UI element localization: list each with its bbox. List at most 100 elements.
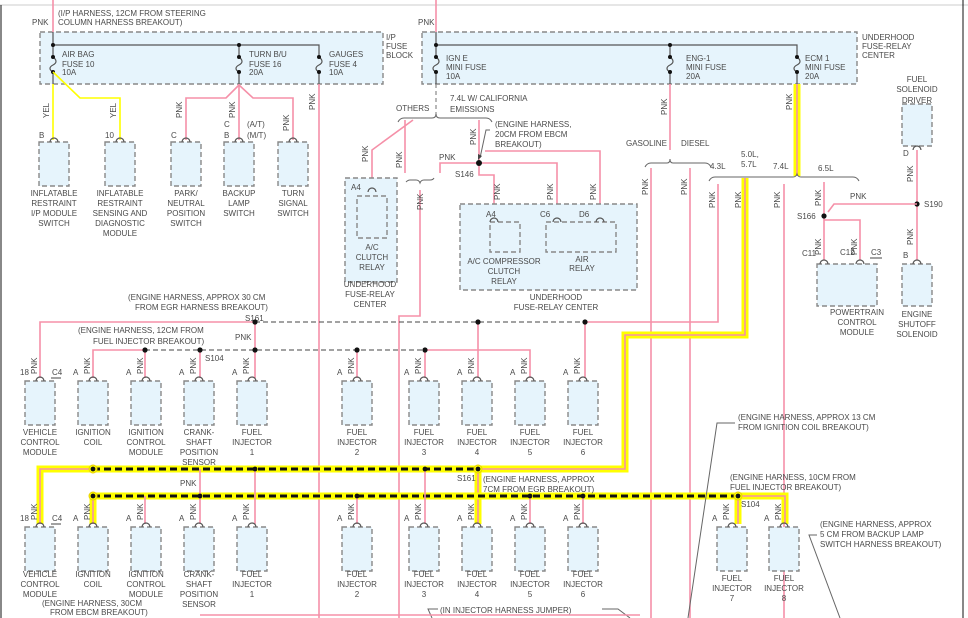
wire-color-label: PNK: [136, 503, 145, 520]
engine-component-1-8-label: 5: [528, 590, 533, 599]
engine-component-0-2-label: IGNITION: [128, 428, 164, 437]
wire: [53, 44, 320, 57]
label: FUEL: [907, 75, 928, 84]
engine-component-1-9-label: INJECTOR: [563, 580, 603, 589]
label: S161: [245, 314, 264, 323]
pin-label: 10: [105, 131, 114, 140]
engine-component-1-2-label: MODULE: [129, 590, 163, 599]
splice-dot: [527, 493, 533, 499]
label: MINI FUSE: [686, 63, 726, 72]
engine-component-0-4-label: 1: [250, 448, 255, 457]
label: PNK: [660, 98, 669, 115]
component-top-0-label: I/P MODULE: [31, 209, 77, 218]
label: 7CM FROM EGR BREAKOUT): [483, 485, 594, 494]
connector-icon: [525, 376, 535, 382]
label: MINI FUSE: [446, 63, 486, 72]
engine-component-1-3-box: [183, 526, 215, 572]
fuel-injector-7-label: 7: [730, 594, 735, 603]
engine-component-0-3-box: [183, 380, 215, 426]
wire-color-label: PNK: [467, 503, 476, 520]
splice-dot: [51, 55, 55, 59]
component-top-1-label: MODULE: [103, 229, 137, 238]
engine-component-1-3-label: SHAFT: [186, 580, 212, 589]
wire-color-label: PNK: [414, 503, 423, 520]
pin-label: A: [337, 368, 343, 377]
label: SOLENOID: [896, 85, 938, 94]
engine-component-0-2-label: MODULE: [129, 448, 163, 457]
label: S104: [205, 354, 224, 363]
wire-color-label: PNK: [774, 503, 783, 520]
label: (ENGINE HARNESS,: [495, 120, 571, 129]
engine-component-0-1-label: IGNITION: [75, 428, 111, 437]
connector-icon: [352, 376, 362, 382]
wire: [92, 349, 145, 378]
pin-label: C: [224, 120, 230, 129]
splice-dot: [434, 55, 438, 59]
powertrain-control-module: [816, 263, 878, 307]
label: PNK: [416, 193, 425, 210]
engine-component-0-4-label: FUEL: [242, 428, 263, 437]
engine-component-1-3-label: CRANK-: [184, 570, 215, 579]
engine-component-0-6-label: 3: [422, 448, 427, 457]
label: PNK: [589, 183, 598, 200]
label: PNK: [282, 114, 291, 131]
pin-label: 18: [20, 514, 29, 523]
label: FUEL INJECTOR BREAKOUT): [93, 337, 204, 346]
engine-component-1-7-label: FUEL: [467, 570, 488, 579]
engine-component-0-7-box: [461, 380, 493, 426]
engine-component-0-5-label: 2: [355, 448, 360, 457]
engine-component-1-4-label: INJECTOR: [232, 580, 272, 589]
splice-dot: [422, 466, 428, 472]
connector-icon: [88, 522, 98, 528]
wire-color-label: PNK: [189, 503, 198, 520]
engine-component-1-7-label: INJECTOR: [457, 580, 497, 589]
engine-component-0-0-label: VEHICLE: [23, 428, 57, 437]
wire: [405, 177, 435, 185]
label: 20A: [805, 72, 820, 81]
engine-component-1-2-label: CONTROL: [126, 580, 166, 589]
connector-icon: [525, 522, 535, 528]
component-box: [421, 31, 858, 85]
label: S161: [457, 474, 476, 483]
label: S104: [741, 500, 760, 509]
component-top-1-label: SENSING AND: [93, 209, 148, 218]
engine-component-1-1-label: COIL: [84, 580, 103, 589]
wire-color-label: PNK: [242, 503, 251, 520]
engine-component-1-6-label: FUEL: [414, 570, 435, 579]
label: (ENGINE HARNESS, APPROX: [483, 475, 595, 484]
label: FUSE-RELAY: [345, 290, 395, 299]
wire-color-label: PNK: [573, 357, 582, 374]
engine-component-1-4-label: 1: [250, 590, 255, 599]
engine-component-1-7-label: 4: [475, 590, 480, 599]
label: COLUMN HARNESS BREAKOUT): [58, 18, 183, 27]
engine-component-1-8-box: [514, 526, 546, 572]
label: AIR: [575, 255, 589, 264]
pin-label: A: [404, 368, 410, 377]
splice-s146: [476, 160, 482, 166]
pin-label: A: [563, 514, 569, 523]
connector-icon: [49, 137, 59, 143]
wire: [425, 349, 531, 378]
label: 20A: [686, 72, 701, 81]
wire: [238, 84, 294, 140]
label: MINI FUSE: [805, 63, 845, 72]
label: RELAY: [359, 263, 385, 272]
pin-label: C: [171, 131, 177, 140]
engine-component-1-8-label: FUEL: [520, 570, 541, 579]
label: MODULE: [840, 328, 874, 337]
component-top-2-label: POSITION: [167, 209, 205, 218]
label: YEL: [42, 102, 51, 118]
component-top-4-label: SIGNAL: [278, 199, 308, 208]
label: UNDERHOOD: [344, 280, 397, 289]
splice-dot: [795, 70, 799, 74]
label: PNK: [361, 145, 370, 162]
wire: [367, 187, 377, 193]
label: UNDERHOOD: [862, 33, 915, 42]
